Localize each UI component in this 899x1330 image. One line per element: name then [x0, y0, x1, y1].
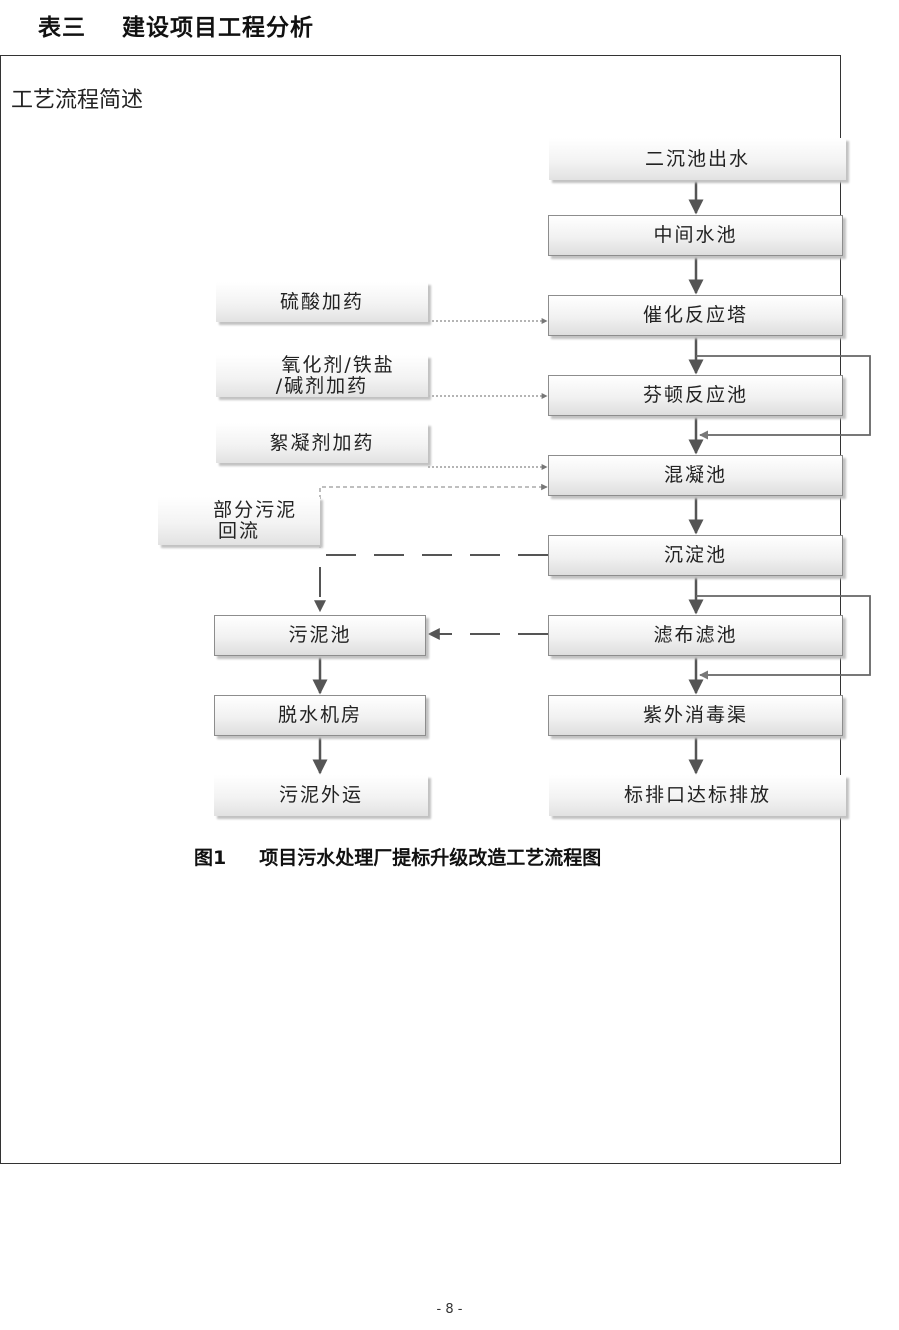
node-coagulation-tank: 混凝池	[548, 455, 843, 496]
edge-sludge-return	[319, 483, 548, 548]
content-frame	[0, 55, 841, 1164]
node-oxidant-iron-alkali-dosing: 氧化剂/铁盐/碱剂加药	[216, 355, 428, 397]
node-fenton-tank: 芬顿反应池	[548, 375, 843, 416]
node-catalytic-reactor: 催化反应塔	[548, 295, 843, 336]
return-label-line2: 回流	[217, 520, 260, 542]
node-sludge-tank: 污泥池	[214, 615, 426, 656]
node-sedimentation-tank: 沉淀池	[548, 535, 843, 576]
bypass-n3-n4	[696, 355, 871, 440]
node-cloth-filter: 滤布滤池	[548, 615, 843, 656]
node-sulfuric-acid-dosing: 硫酸加药	[216, 282, 428, 322]
node-intermediate-tank: 中间水池	[548, 215, 843, 256]
node-partial-sludge-return: 部分污泥回流	[158, 497, 320, 545]
figure-caption: 图1 项目污水处理厂提标升级改造工艺流程图	[194, 847, 602, 869]
page-number: - 8 -	[436, 1302, 463, 1317]
section-title: 工艺流程简述	[11, 88, 144, 113]
bypass-n7-n8	[696, 595, 871, 680]
page-heading: 表三 建设项目工程分析	[38, 15, 315, 41]
edge-n6-s1	[314, 554, 548, 613]
node-uv-disinfection: 紫外消毒渠	[548, 695, 843, 736]
dosing-label-line1: 氧化剂/铁盐	[281, 354, 395, 376]
node-flocculant-dosing: 絮凝剂加药	[216, 423, 428, 463]
node-secondary-clarifier-effluent: 二沉池出水	[549, 138, 846, 180]
node-standard-discharge: 标排口达标排放	[549, 775, 846, 816]
dosing-label-line2: /碱剂加药	[275, 375, 369, 397]
node-dewatering-room: 脱水机房	[214, 695, 426, 736]
node-sludge-transport: 污泥外运	[214, 775, 428, 816]
return-label-line1: 部分污泥	[213, 499, 298, 521]
